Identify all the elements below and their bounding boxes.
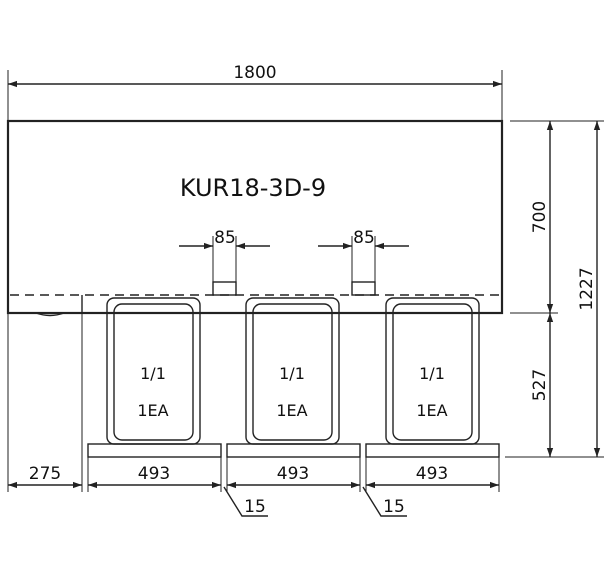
vent-width-label: 85: [214, 228, 236, 248]
total-width-label: 1800: [233, 63, 276, 83]
gap-label: 15: [244, 497, 266, 517]
vent-1: 85: [179, 228, 270, 296]
pan-1: 1/1 1EA: [87, 297, 222, 458]
top-height-label: 700: [530, 201, 550, 233]
pan-width-label: 493: [138, 464, 170, 484]
gap-leader-2: 15: [362, 486, 407, 517]
pan-width-label: 493: [416, 464, 448, 484]
total-width-dimension: 1800: [7, 63, 503, 120]
pan-qty-label: 1EA: [137, 401, 168, 420]
pan-3: 1/1 1EA: [365, 297, 500, 458]
pan-2: 1/1 1EA: [226, 297, 361, 458]
vent-2: 85: [318, 228, 409, 296]
top-height-dimension: 700: [530, 121, 554, 313]
pan-qty-label: 1EA: [416, 401, 447, 420]
pan-size-label: 1/1: [140, 364, 166, 383]
total-height-dimension: 1227: [577, 121, 601, 457]
model-name: KUR18-3D-9: [180, 174, 326, 202]
cabinet-body: KUR18-3D-9: [6, 119, 504, 317]
pan-width-label: 493: [277, 464, 309, 484]
pan-size-label: 1/1: [419, 364, 445, 383]
gap-label: 15: [383, 497, 405, 517]
pan-size-label: 1/1: [279, 364, 305, 383]
bottom-dimensions: 275 493 493 493: [8, 464, 499, 489]
lower-height-label: 527: [530, 369, 550, 401]
left-offset-label: 275: [29, 464, 61, 484]
lower-height-dimension: 527: [530, 313, 554, 457]
gap-leader-1: 15: [223, 486, 268, 517]
vent-width-label: 85: [353, 228, 375, 248]
extension-lines: [7, 313, 500, 492]
total-height-label: 1227: [577, 267, 597, 310]
pan-qty-label: 1EA: [276, 401, 307, 420]
